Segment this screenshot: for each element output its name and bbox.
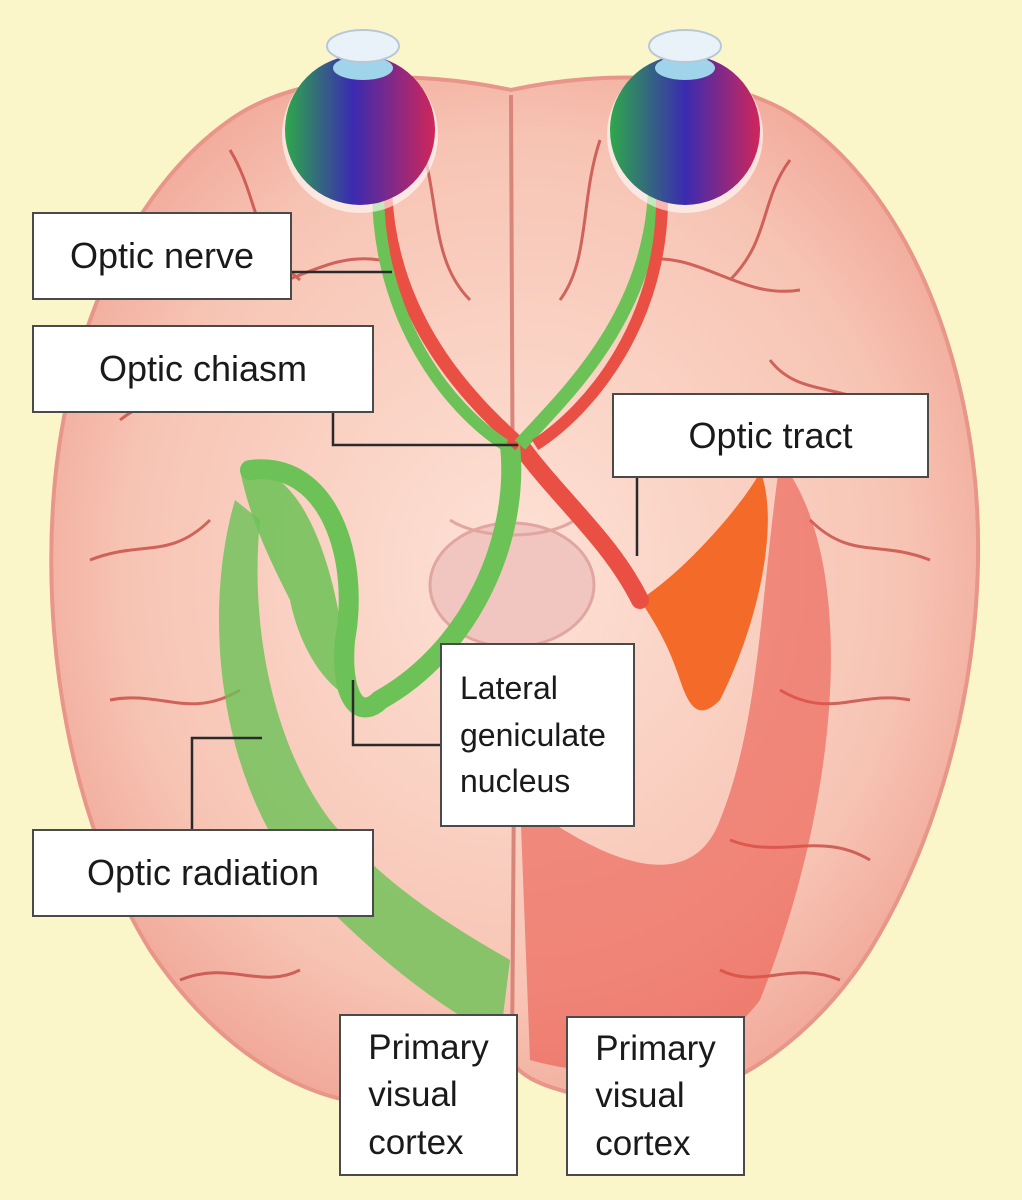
primary-visual-cortex-right-text: Primary visual cortex	[595, 1029, 716, 1163]
optic-chiasm-text: Optic chiasm	[98, 348, 308, 390]
optic-tract-text: Optic tract	[688, 414, 853, 456]
left-pathway	[219, 435, 522, 1040]
optic-nerves	[372, 189, 669, 451]
optic-nerve-label: Optic nerve	[32, 212, 292, 300]
lateral-geniculate-nucleus-text: Lateral geniculate nucleus	[460, 670, 606, 800]
right-eye-icon	[607, 29, 763, 213]
optic-tract-label: Optic tract	[612, 393, 929, 478]
left-eye-icon	[282, 29, 438, 213]
primary-visual-cortex-left-label: Primary visual cortex	[339, 1014, 518, 1176]
optic-chiasm-label: Optic chiasm	[32, 325, 374, 413]
optic-radiation-label: Optic radiation	[32, 829, 374, 917]
right-pathway	[511, 436, 831, 1072]
primary-visual-cortex-left-text: Primary visual cortex	[368, 1028, 489, 1162]
lateral-geniculate-nucleus-label: Lateral geniculate nucleus	[440, 643, 635, 827]
primary-visual-cortex-right-label: Primary visual cortex	[566, 1016, 745, 1176]
leader-lines	[190, 270, 639, 829]
optic-nerve-text: Optic nerve	[69, 235, 255, 277]
optic-radiation-text: Optic radiation	[86, 852, 320, 894]
